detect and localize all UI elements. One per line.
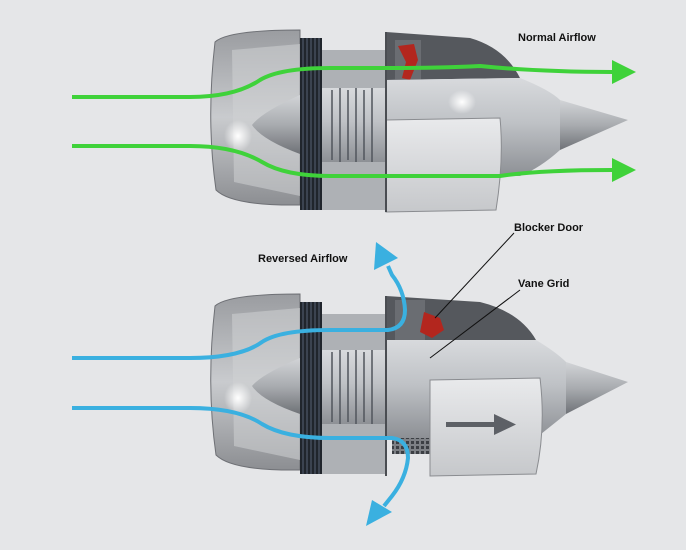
compressor-stages — [331, 88, 373, 162]
vane-grid-label: Vane Grid — [518, 278, 569, 290]
blocker-door-callout-line — [434, 232, 515, 319]
blocker-door-deployed — [420, 312, 444, 338]
normal-airflow-arrows — [72, 60, 636, 182]
translating-sleeve — [385, 117, 502, 213]
fan-blades — [300, 302, 322, 474]
reversed-airflow-arrows — [72, 242, 411, 526]
normal-thrust-engine — [210, 29, 628, 213]
lower-reversed-airflow-line — [72, 406, 411, 508]
reversed-airflow-label: Reversed Airflow — [258, 253, 348, 265]
compressor-stages — [331, 350, 373, 424]
upper-airflow-line — [72, 63, 613, 99]
normal-airflow-label: Normal Airflow — [518, 32, 596, 44]
exhaust-cone — [560, 100, 628, 150]
exhaust-cone — [566, 362, 628, 414]
fan-blades — [300, 38, 322, 210]
nacelle-seam — [385, 32, 387, 212]
upper-airflow-arrowhead — [612, 60, 636, 84]
blocker-door-label: Blocker Door — [514, 222, 584, 234]
core-highlight — [448, 90, 476, 114]
lower-airflow-arrowhead — [612, 158, 636, 182]
blocker-door-stowed — [398, 44, 418, 80]
nacelle-seam — [385, 296, 387, 476]
reverse-thrust-engine — [210, 293, 628, 477]
sleeve-direction-arrow — [446, 414, 516, 435]
vane-grid-callout-line — [429, 289, 521, 359]
upper-reversed-arrowhead — [374, 242, 398, 270]
upper-reversed-airflow-line — [72, 265, 408, 360]
lower-airflow-line — [72, 144, 613, 178]
fan-spinner — [252, 95, 300, 154]
intake-highlight — [224, 120, 252, 152]
lower-reversed-arrowhead — [366, 500, 392, 526]
fan-spinner — [252, 358, 300, 414]
intake-highlight — [224, 382, 252, 414]
